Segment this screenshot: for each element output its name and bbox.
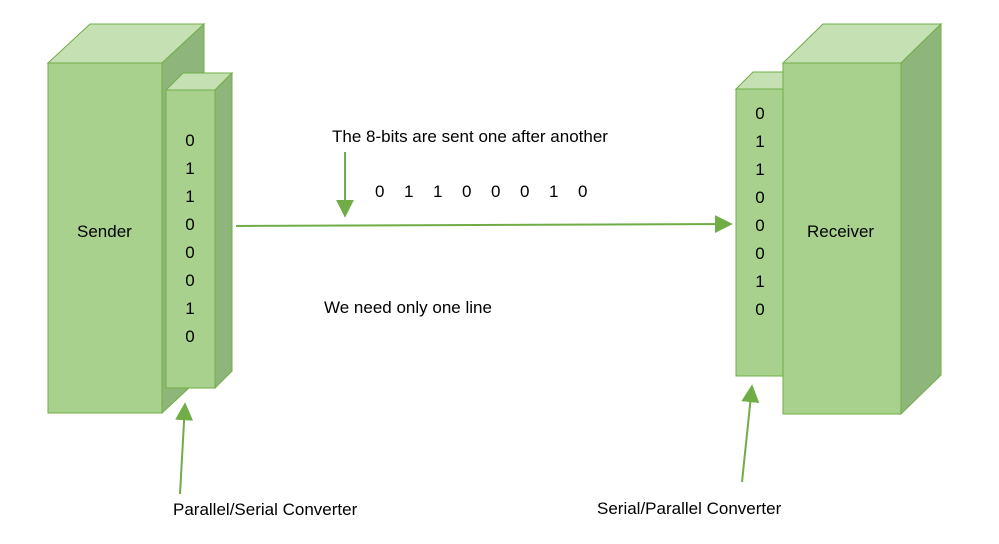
receiver-bit: 1 xyxy=(755,272,765,291)
stream-bit: 0 xyxy=(375,182,385,201)
sender-bit: 0 xyxy=(185,215,195,234)
receiver-bit: 0 xyxy=(755,216,765,235)
top-note: The 8-bits are sent one after another xyxy=(332,127,608,146)
parallel-serial-caption: Parallel/Serial Converter xyxy=(173,500,358,519)
stream-bit: 1 xyxy=(549,182,559,201)
receiver-side-face xyxy=(900,22,942,416)
stream-bit: 0 xyxy=(491,182,501,201)
sender-converter-bits: 0 1 1 0 0 0 1 0 xyxy=(181,127,199,351)
receiver-block xyxy=(781,22,943,416)
bottom-note: We need only one line xyxy=(324,298,492,317)
serial-line-arrow xyxy=(235,215,733,234)
serial-parallel-caption: Serial/Parallel Converter xyxy=(597,499,782,518)
sender-bit: 0 xyxy=(185,327,195,346)
receiver-bit: 0 xyxy=(755,188,765,207)
stream-bit: 0 xyxy=(462,182,472,201)
sender-bit: 1 xyxy=(185,187,195,206)
sender-front-face xyxy=(47,62,163,414)
sender-label: Sender xyxy=(77,222,132,241)
sender-converter-front-face xyxy=(165,89,216,389)
stream-bit: 1 xyxy=(404,182,414,201)
receiver-label: Receiver xyxy=(807,222,875,241)
serial-parallel-pointer-arrow xyxy=(741,384,760,483)
stream-bit: 0 xyxy=(578,182,588,201)
stream-bit: 0 xyxy=(520,182,530,201)
sender-converter-block xyxy=(164,71,234,390)
receiver-bit: 0 xyxy=(755,104,765,123)
receiver-bit: 0 xyxy=(755,300,765,319)
sender-bit: 0 xyxy=(185,271,195,290)
receiver-converter-bits: 0 1 1 0 0 0 1 0 xyxy=(751,100,769,324)
sender-bit: 1 xyxy=(185,299,195,318)
receiver-front-face xyxy=(782,62,902,415)
stream-bit: 1 xyxy=(433,182,443,201)
receiver-bit: 1 xyxy=(755,132,765,151)
parallel-serial-pointer-arrow xyxy=(175,402,194,495)
sender-bit: 1 xyxy=(185,159,195,178)
receiver-bit: 0 xyxy=(755,244,765,263)
sender-converter-side-face xyxy=(214,71,233,390)
sender-bit: 0 xyxy=(185,131,195,150)
receiver-bit: 1 xyxy=(755,160,765,179)
sender-bit: 0 xyxy=(185,243,195,262)
